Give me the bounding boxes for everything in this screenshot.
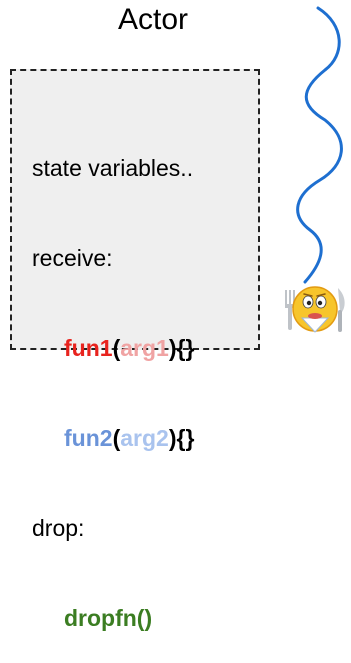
state-variables-line: state variables..	[32, 155, 194, 181]
fun1-close: ){}	[168, 335, 195, 361]
fun1-open-paren: (	[112, 335, 121, 361]
fun2-arg: arg2	[120, 425, 169, 451]
dropfn-name: dropfn()	[64, 605, 153, 631]
diagram-title: Actor	[118, 3, 189, 36]
fun2-close: ){}	[168, 425, 195, 451]
dropfn-line: dropfn()	[32, 603, 194, 633]
fun1-arg: arg1	[120, 335, 169, 361]
wavy-line-icon	[296, 6, 343, 284]
fun2-line: fun2(arg2){}	[32, 423, 194, 453]
fork-icon	[285, 290, 295, 330]
fun1-line: fun1(arg1){}	[32, 333, 194, 363]
fun2-open-paren: (	[112, 425, 121, 451]
fun2-name: fun2	[64, 425, 113, 451]
actor-box	[10, 69, 260, 350]
receive-label: receive:	[32, 245, 113, 271]
fun1-name: fun1	[64, 335, 113, 361]
hungry-emoji-icon	[285, 286, 345, 333]
knife-icon	[338, 288, 345, 332]
drop-label: drop:	[32, 515, 85, 541]
